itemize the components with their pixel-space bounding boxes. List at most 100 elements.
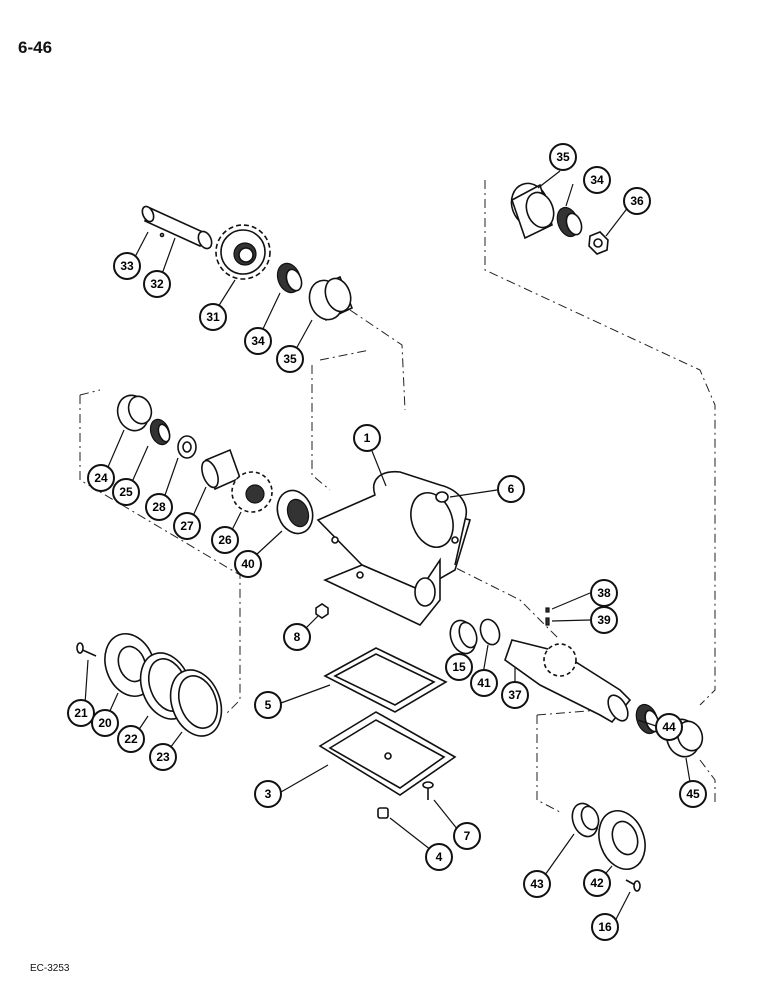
nut-upper (588, 231, 609, 255)
callout-27: 27 (173, 512, 201, 540)
svg-text:3: 3 (265, 787, 272, 801)
callout-16: 16 (591, 913, 619, 941)
thrust-washer (177, 435, 197, 459)
callout-1: 1 (353, 424, 381, 452)
callout-8: 8 (283, 623, 311, 651)
plug (435, 491, 449, 503)
svg-text:4: 4 (436, 850, 443, 864)
svg-text:26: 26 (218, 533, 232, 547)
bolt-left (76, 642, 97, 657)
svg-text:44: 44 (662, 720, 676, 734)
svg-text:40: 40 (241, 557, 255, 571)
svg-text:23: 23 (156, 750, 170, 764)
callout-34b: 34 (244, 327, 272, 355)
svg-text:33: 33 (120, 259, 134, 273)
bearing-cone-upper (556, 206, 583, 238)
svg-text:27: 27 (180, 519, 194, 533)
seal (449, 619, 478, 655)
svg-text:22: 22 (124, 732, 138, 746)
svg-text:42: 42 (590, 876, 604, 890)
svg-text:34: 34 (251, 334, 265, 348)
svg-text:34: 34 (590, 173, 604, 187)
svg-text:31: 31 (206, 310, 220, 324)
callout-34: 34 (583, 166, 611, 194)
callout-24: 24 (87, 464, 115, 492)
cover-plug (377, 807, 389, 819)
callout-31: 31 (199, 303, 227, 331)
svg-text:1: 1 (364, 431, 371, 445)
svg-text:28: 28 (152, 500, 166, 514)
callout-35b: 35 (276, 345, 304, 373)
callout-22: 22 (117, 725, 145, 753)
shim-2 (169, 669, 223, 737)
svg-text:35: 35 (556, 150, 570, 164)
snap-ring (479, 618, 501, 646)
svg-text:24: 24 (94, 471, 108, 485)
idler-bearing-cone (276, 262, 303, 294)
callout-23: 23 (149, 743, 177, 771)
svg-text:37: 37 (508, 688, 522, 702)
callout-7: 7 (453, 822, 481, 850)
bearing-cup-left (116, 394, 153, 432)
callout-28: 28 (145, 493, 173, 521)
callout-43: 43 (523, 870, 551, 898)
callout-45: 45 (679, 780, 707, 808)
svg-text:36: 36 (630, 194, 644, 208)
svg-text:32: 32 (150, 277, 164, 291)
svg-text:38: 38 (597, 586, 611, 600)
callout-41: 41 (470, 669, 498, 697)
svg-text:16: 16 (598, 920, 612, 934)
callout-5: 5 (254, 691, 282, 719)
callout-20: 20 (91, 709, 119, 737)
cover-plate (318, 711, 457, 796)
idler-gear (215, 224, 271, 280)
callout-4: 4 (425, 843, 453, 871)
svg-text:6: 6 (508, 482, 515, 496)
cover-bolt (422, 781, 434, 800)
drive-gear (231, 471, 273, 513)
idler-bearing-cup (308, 275, 354, 322)
svg-text:25: 25 (119, 485, 133, 499)
callout-25: 25 (112, 478, 140, 506)
callout-32: 32 (143, 270, 171, 298)
idler-shaft (141, 205, 213, 250)
bearing-cone-left (149, 418, 171, 446)
callout-6: 6 (497, 475, 525, 503)
coupling (276, 489, 314, 535)
svg-text:20: 20 (98, 716, 112, 730)
callout-40: 40 (234, 550, 262, 578)
svg-text:5: 5 (265, 698, 272, 712)
callout-26: 26 (211, 526, 239, 554)
svg-text:21: 21 (74, 706, 88, 720)
page-number: 6-46 (18, 38, 53, 57)
callout-39: 39 (590, 606, 618, 634)
bearing-cup-upper (510, 182, 555, 240)
callout-21: 21 (67, 699, 95, 727)
bolt-lower (625, 879, 641, 892)
svg-text:43: 43 (530, 877, 544, 891)
figure-code: EC-3253 (30, 963, 70, 974)
svg-text:7: 7 (464, 829, 471, 843)
callout-35: 35 (549, 143, 577, 171)
pinion-shaft (504, 639, 632, 724)
callout-33: 33 (113, 252, 141, 280)
lower-seal (571, 802, 600, 838)
callout-44: 44 (655, 713, 683, 741)
retainer-lower (598, 810, 646, 870)
key (545, 607, 550, 626)
drain-plug (315, 603, 329, 619)
svg-text:45: 45 (686, 787, 700, 801)
callout-42: 42 (583, 869, 611, 897)
svg-text:39: 39 (597, 613, 611, 627)
gasket (323, 647, 448, 713)
callout-38: 38 (590, 579, 618, 607)
svg-text:15: 15 (452, 660, 466, 674)
callout-15: 15 (445, 653, 473, 681)
svg-text:8: 8 (294, 630, 301, 644)
svg-text:35: 35 (283, 352, 297, 366)
sleeve (201, 448, 242, 491)
callout-36: 36 (623, 187, 651, 215)
callout-37: 37 (501, 681, 529, 709)
callout-3: 3 (254, 780, 282, 808)
